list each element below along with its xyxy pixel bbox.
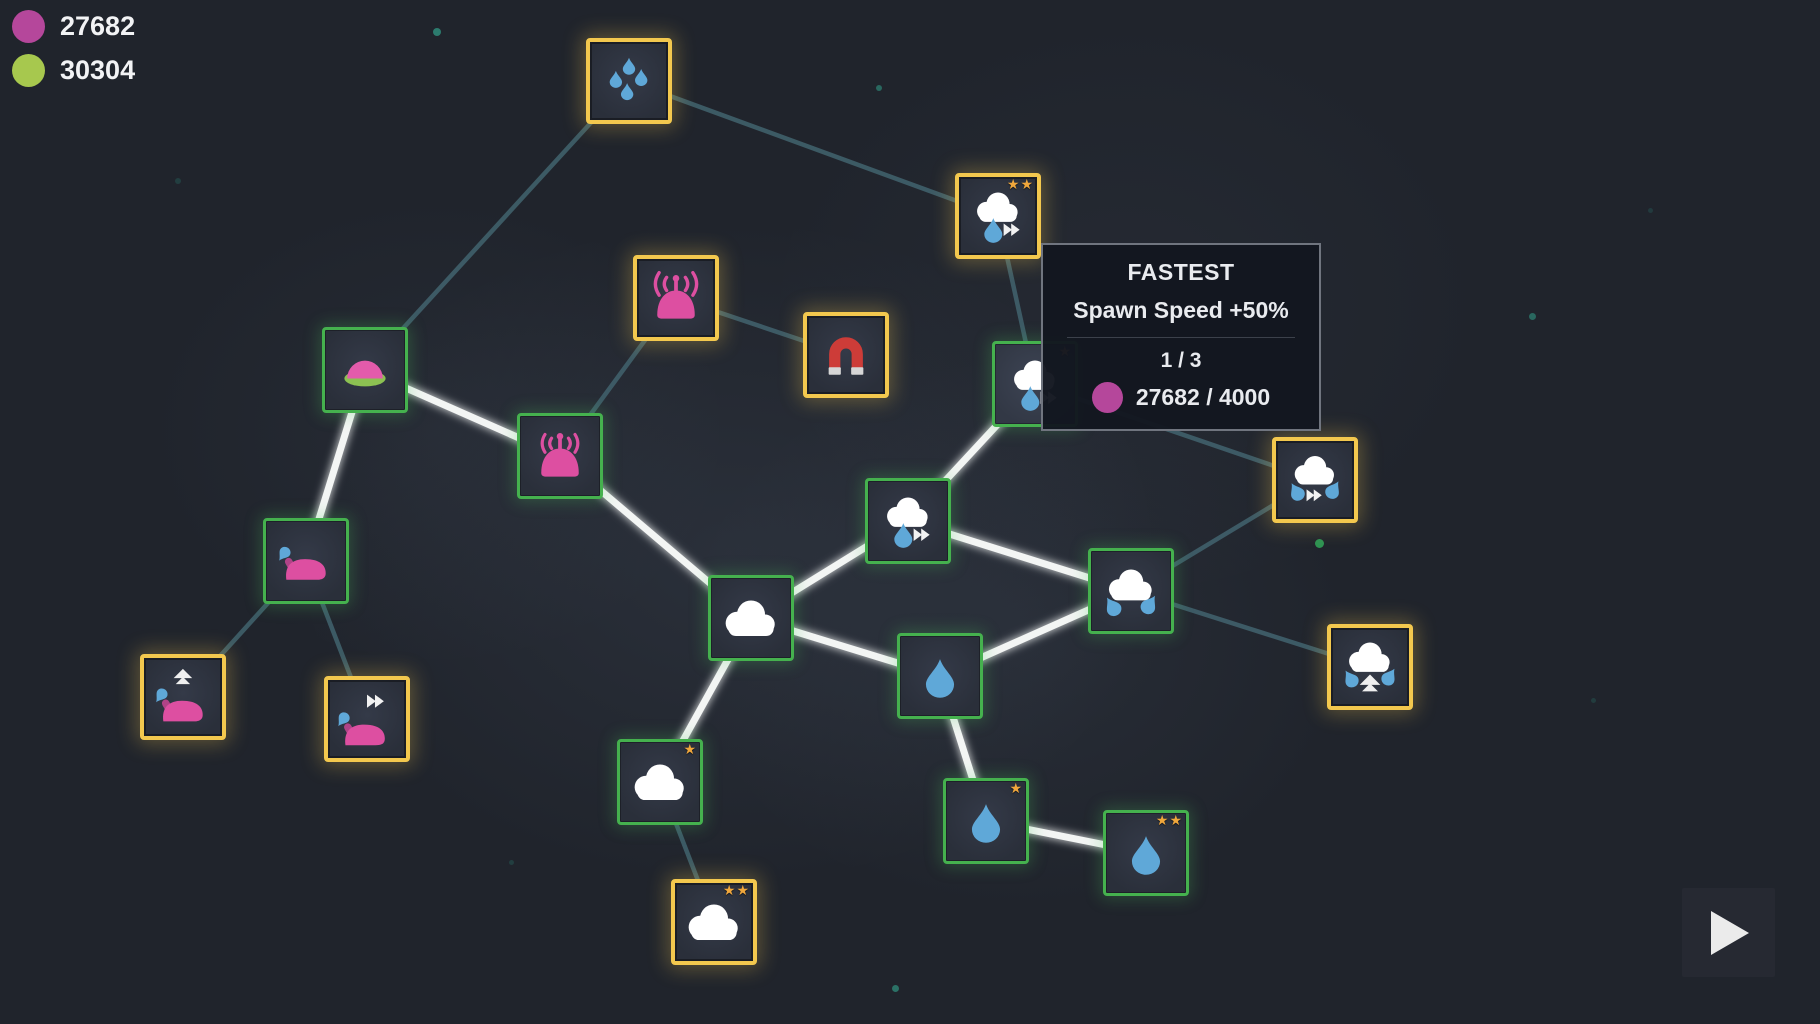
currency-counters: 27682 30304 xyxy=(12,10,135,98)
play-button[interactable] xyxy=(1682,888,1775,977)
star-rank-badge: ★★ xyxy=(1155,812,1183,828)
star-rank-badge: ★★ xyxy=(1006,176,1034,192)
skill-node-drop[interactable]: ★★ xyxy=(1103,810,1189,896)
magnet-icon xyxy=(828,337,864,375)
radio-wide-icon xyxy=(653,271,699,319)
skill-node-cloud-rain-ff[interactable] xyxy=(865,478,951,564)
tooltip-divider xyxy=(1067,337,1295,338)
cloud-2drop-up-icon xyxy=(1345,642,1395,692)
skill-node-drop[interactable]: ★ xyxy=(943,778,1029,864)
skill-node-cloud-2drop-ff[interactable] xyxy=(1272,437,1358,523)
skill-node-cloud-2drop-up[interactable] xyxy=(1327,624,1413,710)
skill-node-cloud[interactable]: ★ xyxy=(617,739,703,825)
drop-icon xyxy=(1131,836,1161,875)
play-icon xyxy=(1710,910,1749,955)
snail-up-icon xyxy=(156,668,203,722)
green-currency-icon xyxy=(12,54,45,87)
particle-dot xyxy=(1528,312,1536,320)
tooltip-effect: Spawn Speed +50% xyxy=(1073,297,1289,323)
rain-4-icon xyxy=(609,57,648,101)
cloud-icon xyxy=(725,600,775,637)
skill-node-cloud-2drop[interactable] xyxy=(1088,548,1174,634)
particle-dot xyxy=(508,859,514,865)
cloud-2drop-ff-icon xyxy=(1291,456,1339,502)
particle-dot xyxy=(876,85,882,91)
particle-dot xyxy=(891,984,899,992)
cloud-icon xyxy=(634,764,684,801)
upgrade-tooltip: FASTEST Spawn Speed +50% 1 / 3 27682 / 4… xyxy=(1041,243,1321,431)
hat-icon xyxy=(344,360,386,387)
snail-icon xyxy=(279,546,326,580)
edge-locked xyxy=(362,78,632,373)
drop-icon xyxy=(971,804,1001,843)
skill-node-snail-ff[interactable] xyxy=(324,676,410,762)
tooltip-title: FASTEST xyxy=(1127,259,1235,285)
pink-currency-icon xyxy=(1091,382,1123,413)
drop-icon xyxy=(925,659,955,698)
tooltip-cost-row: 27682 / 4000 xyxy=(1051,382,1311,413)
particle-dot xyxy=(1314,538,1324,548)
cloud-rain-ff-icon xyxy=(977,192,1020,243)
currency-pink: 27682 xyxy=(12,10,135,43)
skill-node-hat[interactable] xyxy=(322,327,408,413)
skill-node-radio[interactable] xyxy=(517,413,603,499)
skill-node-cloud-rain-ff[interactable]: ★★ xyxy=(955,173,1041,259)
skill-node-magnet[interactable] xyxy=(803,312,889,398)
currency-green: 30304 xyxy=(12,54,135,87)
skill-node-rain-4[interactable] xyxy=(586,38,672,124)
particle-dot xyxy=(433,28,441,36)
cloud-rain-ff-icon xyxy=(887,497,930,548)
tooltip-cost: 27682 / 4000 xyxy=(1135,384,1271,410)
pink-currency-icon xyxy=(12,10,45,43)
skill-node-cloud[interactable]: ★★ xyxy=(671,879,757,965)
star-rank-badge: ★ xyxy=(1009,780,1023,796)
skill-node-snail[interactable] xyxy=(263,518,349,604)
star-rank-badge: ★ xyxy=(683,741,697,757)
particle-dot xyxy=(1647,207,1653,213)
pink-currency-value: 27682 xyxy=(60,11,136,41)
edge-locked xyxy=(626,78,1001,219)
skill-node-drop[interactable] xyxy=(897,633,983,719)
star-rank-badge: ★★ xyxy=(722,882,750,898)
skill-node-snail-up[interactable] xyxy=(140,654,226,740)
cloud-icon xyxy=(688,904,738,941)
snail-ff-icon xyxy=(338,694,385,746)
cloud-2drop-icon xyxy=(1106,569,1156,617)
skill-node-cloud[interactable] xyxy=(708,575,794,661)
radio-icon xyxy=(540,432,580,477)
particle-dot xyxy=(1590,697,1596,703)
green-currency-value: 30304 xyxy=(60,55,136,85)
tooltip-level: 1 / 3 xyxy=(1160,349,1202,372)
skill-node-radio-wide[interactable] xyxy=(633,255,719,341)
particle-dot xyxy=(175,178,181,184)
